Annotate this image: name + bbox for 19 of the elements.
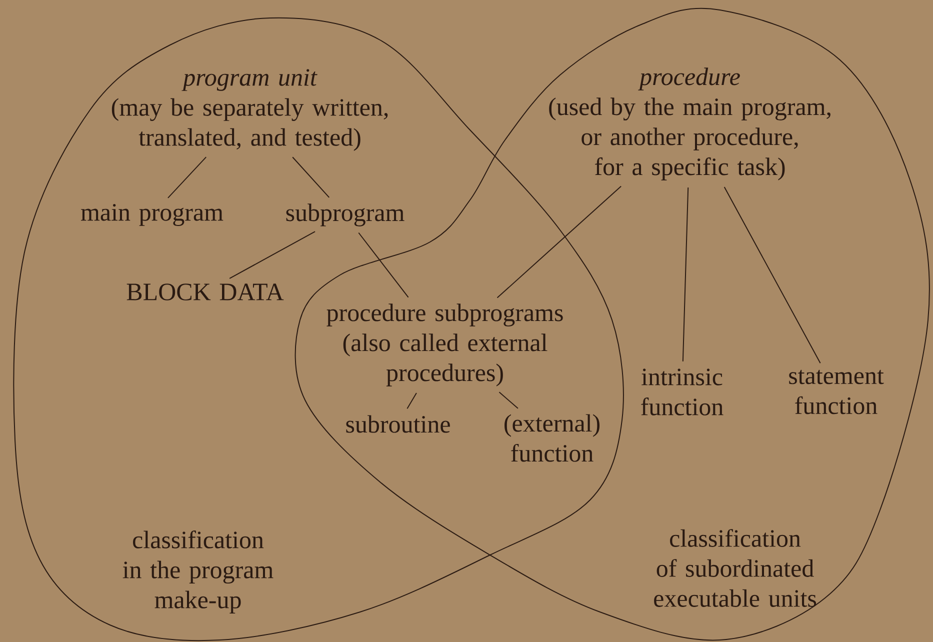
term-label: subroutine [346,415,450,433]
term-label: intrinsic function [641,368,724,416]
term-label: program unit (may be separately written, translated, and tested) [112,69,388,151]
connector-line [682,187,689,362]
connector-line [358,232,409,298]
term-label: BLOCK DATA [126,284,284,300]
term-label: subprogram [286,204,404,226]
connector-line [229,231,316,279]
term-label: main program [81,204,224,226]
term-label: procedure subprograms (also called external procedures) [326,304,563,386]
term-label: procedure (used by the main program, or another procedure, for a specific task) [549,68,830,180]
connector-line [406,392,417,410]
connector-line [496,186,622,298]
connector-line [724,186,821,364]
term-label: statement function [789,370,884,414]
connector-line [292,156,330,198]
connector-line [167,156,207,198]
term-label: (external) function [504,414,600,462]
connector-line [498,392,518,409]
